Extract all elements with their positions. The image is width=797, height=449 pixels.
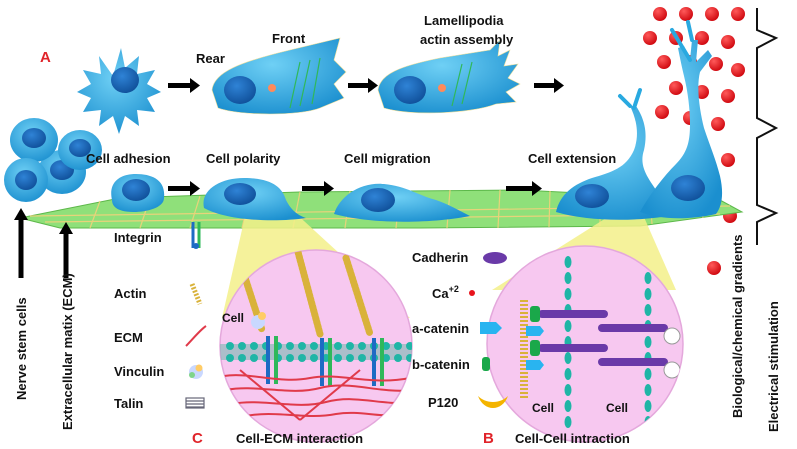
cell-polarity-cell: [203, 178, 306, 221]
legend-right-icons: [469, 252, 508, 408]
ecm-icon: [185, 325, 207, 347]
cell-cell-zoom-circle: [486, 245, 684, 443]
legend-integrin-label: Integrin: [114, 230, 162, 245]
red-gradient-dot: [695, 31, 709, 45]
red-gradient-dot: [705, 7, 719, 21]
ecm-vertical-label: Extracellular matix (ECM): [60, 273, 75, 430]
cell-ecm-zoom-circle: [219, 249, 413, 443]
legend-vinculin-label: Vinculin: [114, 364, 164, 379]
legend-a-catenin-label: a-catenin: [412, 321, 469, 336]
cell-polarity-label: Cell polarity: [206, 151, 281, 166]
rear-label: Rear: [196, 51, 225, 66]
red-gradient-dot: [643, 31, 657, 45]
cell-adhesion-cell: [111, 174, 165, 212]
legend-b-catenin-label: b-catenin: [412, 357, 470, 372]
lamellipodia-label-line2: actin assembly: [420, 32, 514, 47]
legend-calcium-label: Ca+2: [432, 284, 459, 301]
front-label: Front: [272, 31, 306, 46]
red-gradient-dot: [721, 35, 735, 49]
neuron-cell-tall: [640, 20, 723, 219]
legend-ecm-label: ECM: [114, 330, 143, 345]
arrow-top-2: [348, 78, 378, 93]
circle-right-cell-right-label: Cell: [606, 401, 628, 415]
cell-lamellipodia: [377, 39, 521, 114]
red-gradient-dot: [731, 63, 745, 77]
arrow-up-ecm: [59, 222, 73, 278]
arrow-mid-1: [168, 181, 200, 196]
cell-round-spiky: [77, 48, 161, 134]
integrin-molecules: [266, 336, 384, 386]
vinculin-blobs: [251, 312, 266, 329]
red-gradient-dot: [679, 7, 693, 21]
talin-icon: [185, 397, 205, 409]
electrical-stimulation-wave: [756, 8, 779, 245]
panel-letter-b: B: [483, 430, 494, 447]
catenin-complexes: [526, 306, 681, 379]
arrow-mid-3: [506, 181, 542, 196]
lamellipodia-label-line1: Lamellipodia: [424, 13, 504, 28]
gradients-vertical-label: Biological/chemical gradients: [730, 235, 745, 419]
nerve-stem-cell-cluster: [4, 118, 102, 202]
legend-cadherin-label: Cadherin: [412, 250, 468, 265]
cell-extension-label: Cell extension: [528, 151, 616, 166]
red-gradient-dot: [657, 55, 671, 69]
process-arrows: [14, 78, 564, 278]
red-gradient-dot: [669, 81, 683, 95]
b-catenin-icon: [482, 357, 490, 371]
cell-migration-label: Cell migration: [344, 151, 431, 166]
red-gradient-dot: [653, 7, 667, 21]
arrow-top-1: [168, 78, 200, 93]
red-gradient-dot: [655, 105, 669, 119]
arrow-up-nerve-stem: [14, 208, 28, 278]
circle-right-cell-left-label: Cell: [532, 401, 554, 415]
circle-left-cell-label: Cell: [222, 311, 244, 325]
red-gradient-dot: [711, 117, 725, 131]
arrow-mid-2: [302, 181, 334, 196]
ecm-fibers: [223, 369, 412, 421]
cell-extension-cell: [556, 88, 680, 220]
vinculin-icon: [189, 364, 203, 379]
panel-letter-c: C: [192, 430, 203, 447]
red-gradient-dot: [721, 89, 735, 103]
legend-left-icons: [185, 222, 207, 409]
legend-talin-label: Talin: [114, 396, 143, 411]
cell-polarized-rear-front: [211, 37, 347, 115]
a-catenin-icon: [480, 322, 502, 334]
red-gradient-dot: [731, 7, 745, 21]
p120-icon: [478, 396, 508, 408]
caption-cell-cell: Cell-Cell intraction: [515, 431, 630, 446]
caption-cell-ecm: Cell-ECM interaction: [236, 431, 363, 446]
cell-adhesion-label: Cell adhesion: [86, 151, 171, 166]
cell-migration-cell: [334, 183, 470, 222]
red-gradient-dot: [707, 261, 721, 275]
cadherin-icon: [483, 252, 507, 264]
integrin-icon: [191, 222, 201, 249]
cadherin-chains: [538, 310, 668, 366]
calcium-icon: [469, 290, 475, 296]
legend-actin-label: Actin: [114, 286, 147, 301]
electrical-vertical-label: Electrical stimulation: [766, 301, 781, 432]
nerve-stem-cells-label: Nerve stem cells: [14, 297, 29, 400]
red-gradient-dot: [709, 57, 723, 71]
arrow-top-3: [534, 78, 564, 93]
red-gradient-dot: [721, 153, 735, 167]
legend-p120-label: P120: [428, 395, 458, 410]
panel-letter-a: A: [40, 49, 51, 66]
actin-icon: [189, 283, 203, 305]
